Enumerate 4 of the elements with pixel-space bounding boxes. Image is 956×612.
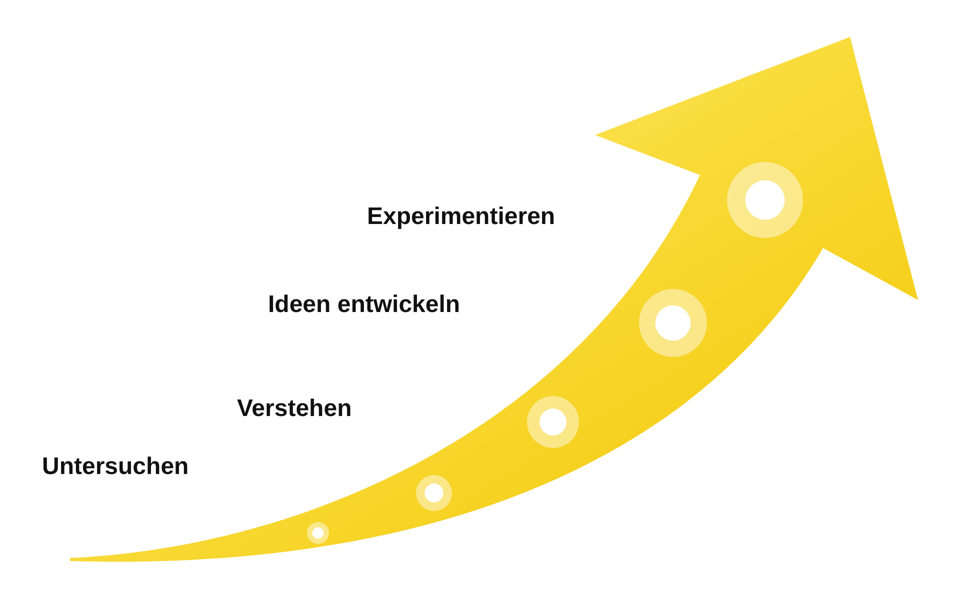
step-label: Verstehen xyxy=(237,397,352,421)
step-label: Experimentieren xyxy=(367,205,556,229)
step-label: Untersuchen xyxy=(42,455,189,479)
step-label: Ideen entwickeln xyxy=(268,293,460,317)
